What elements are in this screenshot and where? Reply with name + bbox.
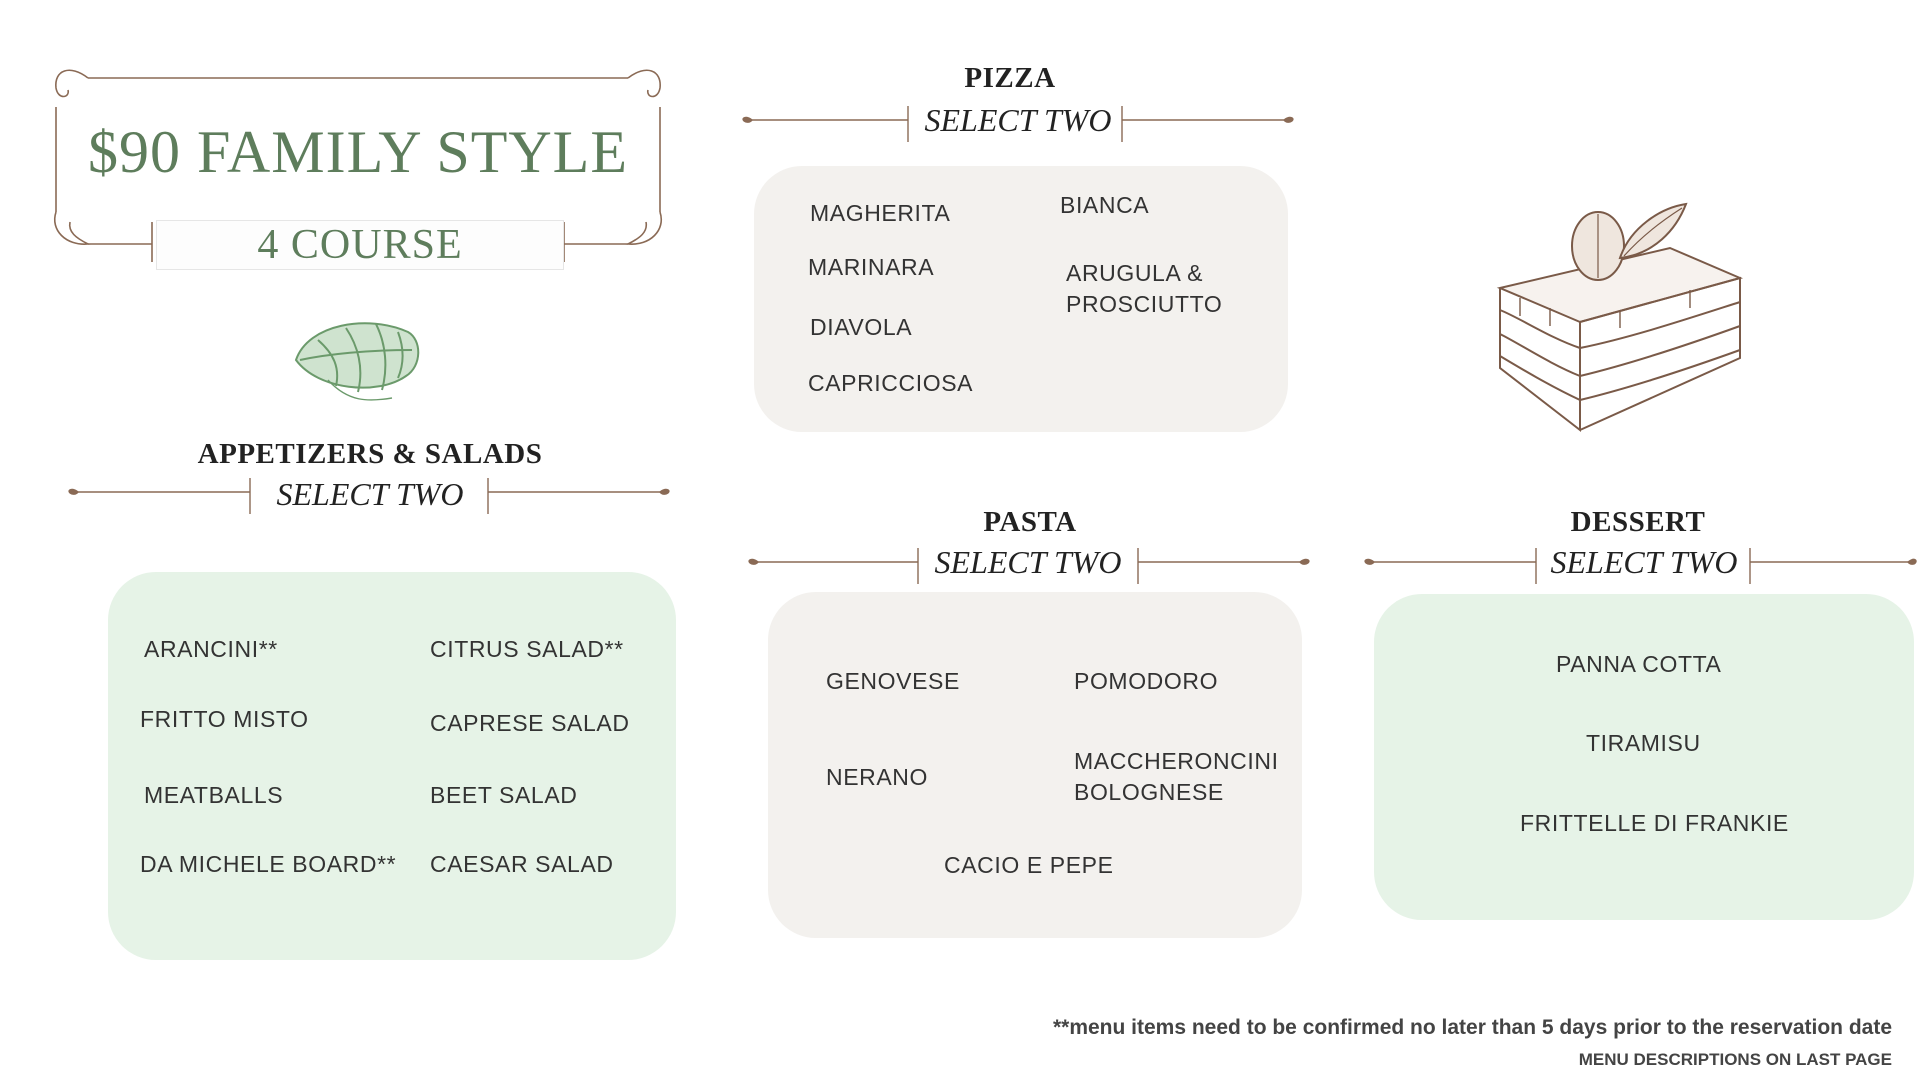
menu-descriptions-note: MENU DESCRIPTIONS ON LAST PAGE [1578,1050,1892,1069]
confirmation-footnote: **menu items need to be confirmed no lat… [1052,1016,1892,1039]
pasta-select-note: SELECT TWO [934,544,1122,580]
menu-item: BIANCA [1060,192,1150,218]
menu-item: FRITTO MISTO [140,706,309,732]
menu-item: CAPRICCIOSA [808,370,974,396]
cake-slice-illustration [1496,202,1744,433]
ornamental-frame-icon [53,69,663,262]
title-frame: $90 FAMILY STYLE 4 COURSE [48,62,668,270]
appetizers-select-note: SELECT TWO [276,476,464,512]
menu-item: GENOVESE [826,668,960,694]
lettuce-illustration [294,322,420,401]
appetizers-card: ARANCINI** FRITTO MISTO MEATBALLS DA MIC… [108,572,676,960]
menu-item: BOLOGNESE [1074,779,1224,805]
menu-item: DIAVOLA [810,314,913,340]
pasta-card: GENOVESE POMODORO NERANO MACCHERONCINI B… [768,592,1302,938]
menu-title: $90 FAMILY STYLE [88,119,628,185]
ornamental-divider-icon [742,106,1294,142]
menu-item: BEET SALAD [430,782,578,808]
menu-item: ARUGULA & [1066,260,1204,286]
dessert-select-note: SELECT TWO [1550,544,1738,580]
menu-item: FRITTELLE DI FRANKIE [1520,810,1789,836]
menu-item: POMODORO [1074,668,1219,694]
pasta-heading: PASTA [983,506,1077,538]
menu-item: CAESAR SALAD [430,851,614,877]
appetizers-heading: APPETIZERS & SALADS [197,438,543,470]
menu-item: PANNA COTTA [1556,651,1722,677]
menu-item: MAGHERITA [810,200,951,226]
ornamental-divider-icon [68,478,670,514]
menu-item: TIRAMISU [1586,730,1701,756]
pizza-card: MAGHERITA MARINARA DIAVOLA CAPRICCIOSA B… [754,166,1288,432]
menu-item: NERANO [826,764,929,790]
dessert-card: PANNA COTTA TIRAMISU FRITTELLE DI FRANKI… [1374,594,1914,920]
menu-item: ARANCINI** [144,636,278,662]
menu-item: MACCHERONCINI [1074,748,1279,774]
ornamental-divider-icon [1364,548,1917,584]
menu-item: CAPRESE SALAD [430,710,630,736]
menu-item: PROSCIUTTO [1066,291,1223,317]
dessert-heading: DESSERT [1570,506,1706,538]
pizza-select-note: SELECT TWO [924,102,1112,138]
menu-item: CACIO E PEPE [944,852,1114,878]
course-count-label: 4 COURSE [156,220,564,270]
menu-item: MEATBALLS [144,782,284,808]
menu-item: CITRUS SALAD** [430,636,624,662]
ornamental-divider-icon [748,548,1310,584]
menu-item: DA MICHELE BOARD** [140,851,397,877]
pizza-heading: PIZZA [964,62,1056,94]
menu-item: MARINARA [808,254,935,280]
